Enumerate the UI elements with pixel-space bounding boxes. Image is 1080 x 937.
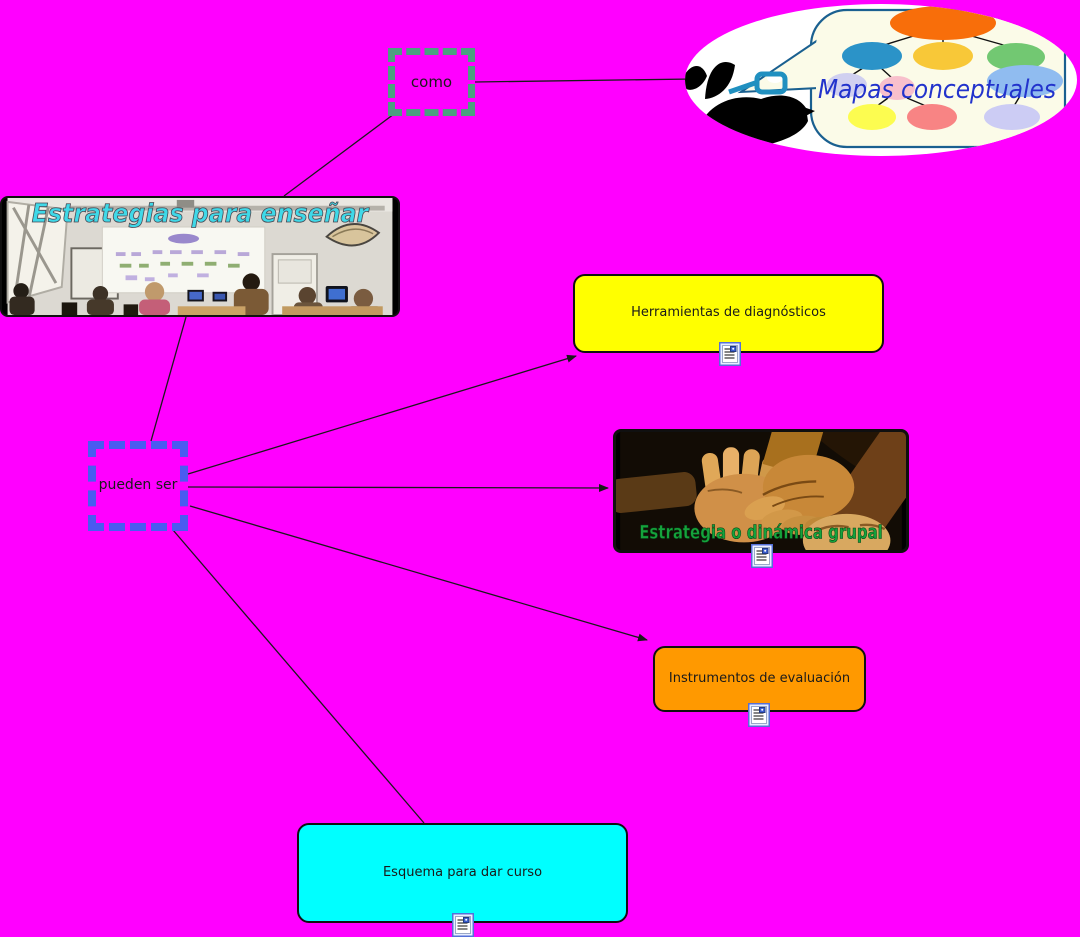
linking-phrase-pueden-ser-label: pueden ser xyxy=(98,477,178,494)
classroom-photo: Estrategias para enseñar xyxy=(6,198,393,315)
linking-phrase-pueden-ser[interactable]: pueden ser xyxy=(88,441,188,531)
mini-concept-map-nodes xyxy=(827,6,1063,130)
concept-instrumentos-evaluacion[interactable]: Instrumentos de evaluación xyxy=(653,646,866,712)
logo-title: Mapas conceptuales xyxy=(818,75,1056,105)
attached-resource-icon[interactable] xyxy=(748,703,770,727)
cmaptools-logo-node[interactable]: Mapas conceptuales xyxy=(685,4,1077,156)
link-como-logo[interactable] xyxy=(474,78,694,83)
link-puedenser-grupal[interactable] xyxy=(187,483,609,492)
hands-caption: Estrategia o dinámica grupal xyxy=(639,522,883,544)
link-classroom-puedenser[interactable] xyxy=(150,316,187,442)
link-puedenser-instrumentos[interactable] xyxy=(189,505,648,642)
concept-esquema-curso[interactable]: Esquema para dar curso xyxy=(297,823,628,923)
glasses-icon xyxy=(728,71,788,95)
attached-resource-icon[interactable] xyxy=(719,342,741,366)
concept-instrumentos-label: Instrumentos de evaluación xyxy=(668,670,851,686)
link-puedenser-esquema[interactable] xyxy=(172,529,425,824)
concept-herramientas-label: Herramientas de diagnósticos xyxy=(631,305,826,321)
link-como-classroom[interactable] xyxy=(283,113,395,197)
attached-resource-icon[interactable] xyxy=(751,544,773,568)
group-dynamics-image-node[interactable]: Estrategia o dinámica grupal xyxy=(613,429,909,553)
linking-phrase-como-label: como xyxy=(410,72,453,91)
classroom-image-node[interactable]: Estrategias para enseñar xyxy=(0,196,400,317)
hands-photo: Estrategia o dinámica grupal xyxy=(616,432,906,550)
attached-resource-icon[interactable] xyxy=(452,913,474,937)
classroom-caption: Estrategias para enseñar xyxy=(32,199,370,229)
link-puedenser-herramientas[interactable] xyxy=(187,354,577,475)
concept-esquema-label: Esquema para dar curso xyxy=(382,864,543,880)
linking-phrase-como[interactable]: como xyxy=(388,48,475,116)
cmaptools-logo-graphic: Mapas conceptuales xyxy=(685,6,1067,149)
